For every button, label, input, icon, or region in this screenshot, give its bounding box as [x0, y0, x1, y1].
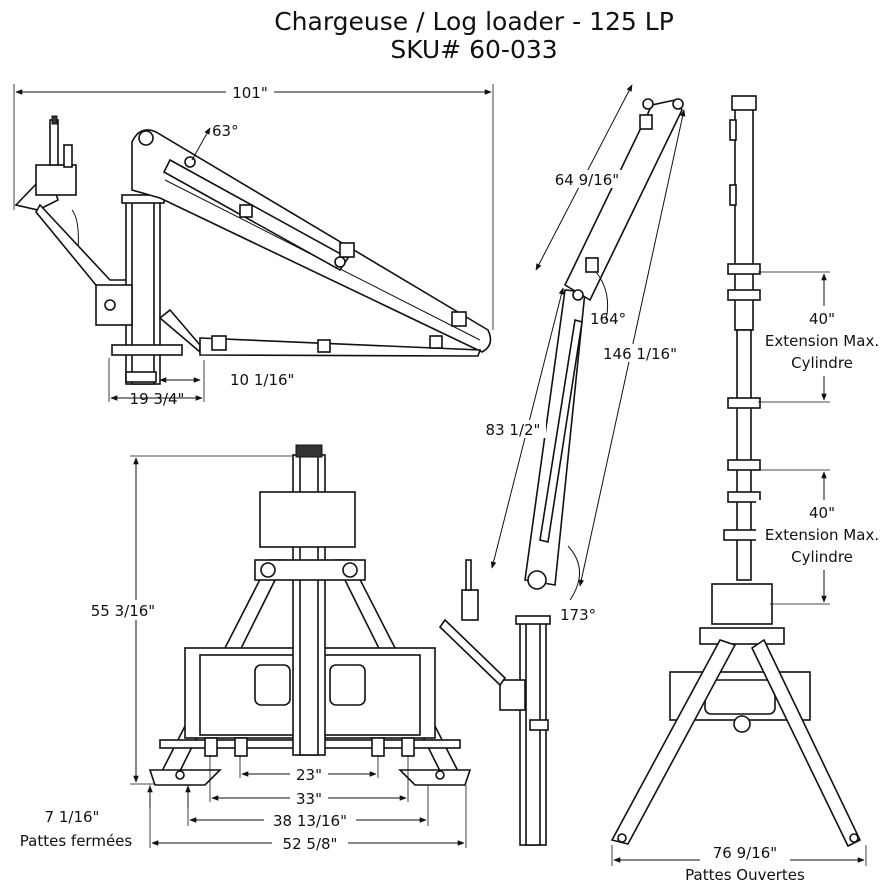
- inner-boom-label: 83 1/2": [486, 421, 541, 439]
- height-label: 55 3/16": [91, 602, 155, 620]
- angle-173-label: 173°: [560, 606, 596, 624]
- feet-closed-value: 7 1/16": [45, 808, 100, 826]
- raised-view: 64 9/16" 164° 146 1/16" 83 1/2" 173°: [438, 84, 686, 846]
- feet-open-label: Pattes Ouvertes: [685, 866, 805, 884]
- extension-2-line1: Extension Max.: [765, 526, 879, 544]
- feet-closed-label: Pattes fermées: [20, 832, 133, 850]
- width-52-label: 52 5/8": [283, 835, 338, 853]
- width-23-label: 23": [296, 766, 322, 784]
- raised-valve-block: [461, 589, 479, 621]
- reach-label: 146 1/16": [603, 345, 677, 363]
- drawing-title: Chargeuse / Log loader - 125 LP: [274, 7, 674, 36]
- extension-1-value: 40": [809, 310, 835, 328]
- front-view: 55 3/16" 23" 3: [20, 444, 472, 853]
- base-depth-label: 19 3/4": [130, 390, 185, 408]
- control-valve-block: [35, 164, 77, 196]
- rear-view: 40" Extension Max. Cylindre 40" Extensio…: [610, 95, 890, 884]
- extension-2-value: 40": [809, 504, 835, 522]
- extension-1-line1: Extension Max.: [765, 332, 879, 350]
- rear-lower-column: [736, 329, 752, 581]
- rear-left-leg: [610, 639, 737, 845]
- drawing-sku: SKU# 60-033: [390, 35, 557, 64]
- feet-open-value: 76 9/16": [713, 844, 777, 862]
- overall-length-label: 101": [232, 84, 268, 102]
- width-38-label: 38 13/16": [273, 812, 347, 830]
- rear-right-leg: [750, 638, 862, 848]
- outer-boom-label: 64 9/16": [555, 171, 619, 189]
- side-hydraulic-cylinder: [162, 158, 350, 272]
- side-view: 101" 63°: [13, 84, 494, 408]
- width-33-label: 33": [296, 790, 322, 808]
- boom-angle-label: 63°: [212, 122, 239, 140]
- angle-164-label: 164°: [590, 310, 626, 328]
- control-arm: [35, 203, 131, 291]
- offset-label: 10 1/16": [230, 371, 294, 389]
- extension-1-line2: Cylindre: [791, 354, 853, 372]
- extension-2-line2: Cylindre: [791, 548, 853, 566]
- rear-valve-block: [711, 583, 773, 625]
- side-lower-brace: [199, 337, 482, 357]
- front-valve-block: [259, 491, 356, 548]
